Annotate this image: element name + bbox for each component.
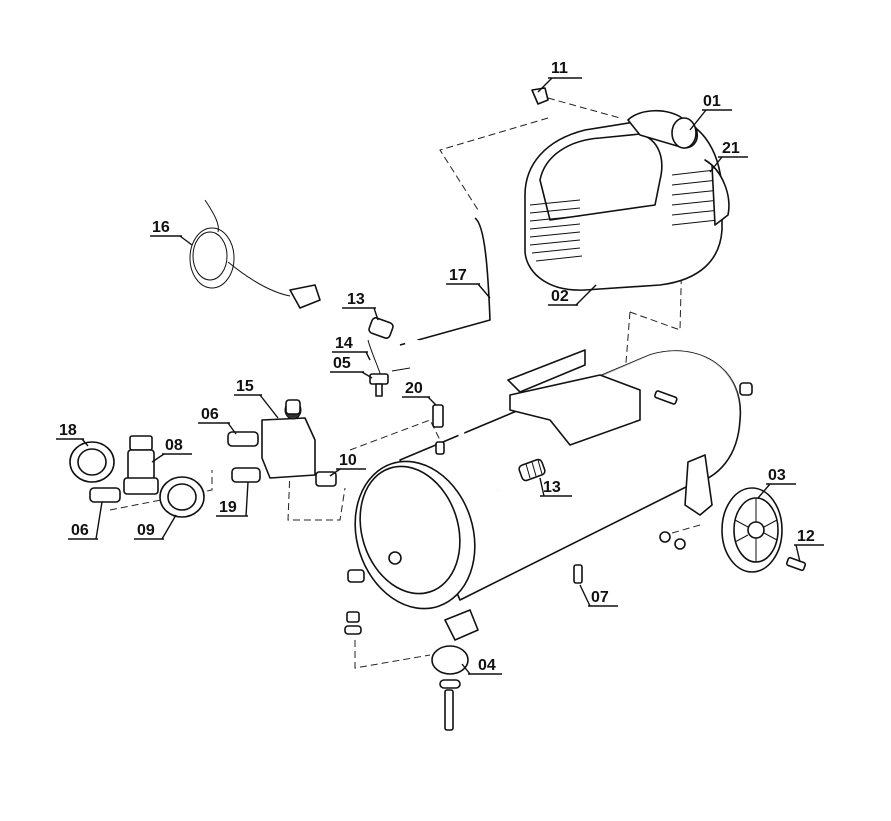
label-part-01: 01: [703, 93, 721, 110]
label-part-07: 07: [591, 589, 609, 606]
label-part-13-top: 13: [347, 291, 365, 308]
label-part-18: 18: [59, 422, 77, 439]
label-part-17: 17: [449, 267, 467, 284]
compressor-motor-unit: [524, 109, 730, 291]
label-part-04: 04: [478, 657, 496, 674]
wheel: [659, 487, 807, 573]
label-part-06-lower: 06: [71, 522, 89, 539]
label-part-16: 16: [152, 219, 170, 236]
label-part-20: 20: [405, 380, 423, 397]
air-tank: [354, 349, 742, 641]
label-part-02: 02: [551, 288, 569, 305]
assembly-guide-lines: [109, 97, 701, 669]
label-part-21: 21: [722, 140, 740, 157]
label-part-19: 19: [219, 499, 237, 516]
label-part-12: 12: [797, 528, 815, 545]
label-part-09: 09: [137, 522, 155, 539]
label-part-08: 08: [165, 437, 183, 454]
delivery-pipe: [399, 217, 500, 502]
label-part-13-lower: 13: [543, 479, 561, 496]
label-part-06-upper: 06: [201, 406, 219, 423]
part-callouts: 11 01 21 02 16 17 13 14 05 15 20 06: [56, 60, 824, 675]
label-part-05: 05: [333, 355, 351, 372]
label-part-10: 10: [339, 452, 357, 469]
label-part-03: 03: [768, 467, 786, 484]
label-part-14: 14: [335, 335, 353, 352]
label-part-15: 15: [236, 378, 254, 395]
motor-fins: [529, 169, 721, 262]
label-part-11: 11: [551, 60, 568, 77]
small-parts: [69, 87, 753, 731]
